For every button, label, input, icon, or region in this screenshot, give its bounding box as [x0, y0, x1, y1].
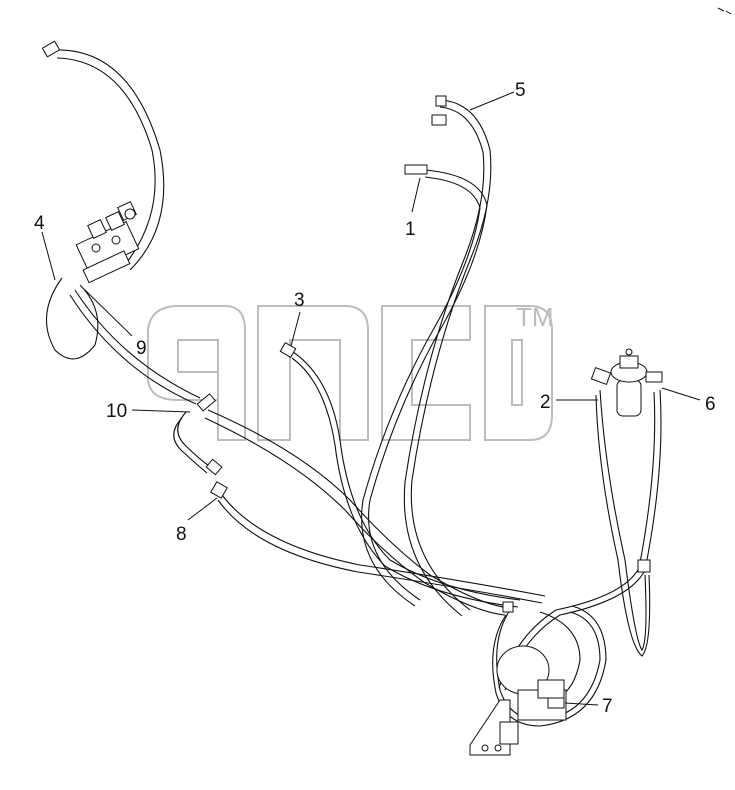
- callout-8: 8: [176, 524, 187, 545]
- leader-8: [187, 497, 218, 521]
- leader-4: [41, 231, 56, 281]
- leader-6: [661, 387, 701, 401]
- callout-2: 2: [540, 392, 551, 413]
- leader-1: [411, 177, 421, 213]
- hose-9: [74, 289, 201, 399]
- leaders: [41, 91, 701, 706]
- fitting-1-end: [404, 164, 428, 175]
- bundle-a: [207, 409, 511, 609]
- callout-5: 5: [515, 80, 526, 101]
- callouts: 5 1 3 4 9 10 8 2 6 7: [34, 80, 716, 717]
- hose-2-b: [595, 394, 651, 657]
- pump-assembly: [469, 645, 567, 756]
- fitting-8-end: [210, 481, 228, 499]
- hose-6-b: [498, 391, 656, 689]
- callout-6: 6: [705, 394, 716, 415]
- fitting-bundle-junction: [502, 601, 514, 613]
- fitting-5-end: [431, 114, 447, 126]
- hose-8: [221, 494, 546, 597]
- callout-10: 10: [106, 401, 127, 422]
- fitting-2-lower: [637, 559, 651, 573]
- hoses: [45, 49, 662, 727]
- hose-5-b: [403, 106, 485, 617]
- hose-9-b: [69, 294, 197, 405]
- hose-7-loop-b: [492, 605, 607, 727]
- bundle-b: [204, 417, 506, 616]
- callout-1: 1: [405, 219, 416, 240]
- fitting-5-top: [435, 95, 447, 107]
- hose-2: [599, 389, 647, 652]
- hose-4-upper: [54, 49, 165, 271]
- leader-10: [131, 409, 191, 413]
- corner-mark: [717, 7, 732, 15]
- watermark-trademark: TM: [516, 302, 554, 332]
- fitting-10-a: [196, 393, 217, 412]
- valve-block: [75, 201, 140, 284]
- hose-6: [504, 389, 662, 691]
- hose-4-upper-b: [56, 57, 156, 267]
- hose-8-b: [217, 499, 543, 604]
- leader-9: [84, 289, 133, 337]
- leader-3: [290, 311, 301, 347]
- hose-10-b: [173, 417, 208, 474]
- fitting-3-end: [279, 341, 297, 359]
- fitting-top-left: [41, 40, 61, 58]
- callout-7: 7: [602, 696, 613, 717]
- hose-4-loop: [45, 277, 99, 360]
- hose-3-b: [291, 357, 519, 608]
- leader-5: [469, 91, 515, 111]
- callout-3: 3: [294, 290, 305, 311]
- hose-3: [289, 349, 521, 601]
- hose-1: [368, 169, 488, 601]
- hose-1-b: [361, 176, 481, 607]
- callout-9: 9: [136, 338, 147, 359]
- hose-10: [177, 411, 213, 469]
- callout-4: 4: [34, 213, 45, 234]
- fittings: [41, 40, 651, 613]
- fitting-10-b: [205, 458, 223, 476]
- leader-7: [564, 702, 599, 706]
- filter-assembly: [590, 348, 663, 417]
- watermark-logo: TM: [147, 302, 554, 441]
- hose-5: [410, 99, 492, 611]
